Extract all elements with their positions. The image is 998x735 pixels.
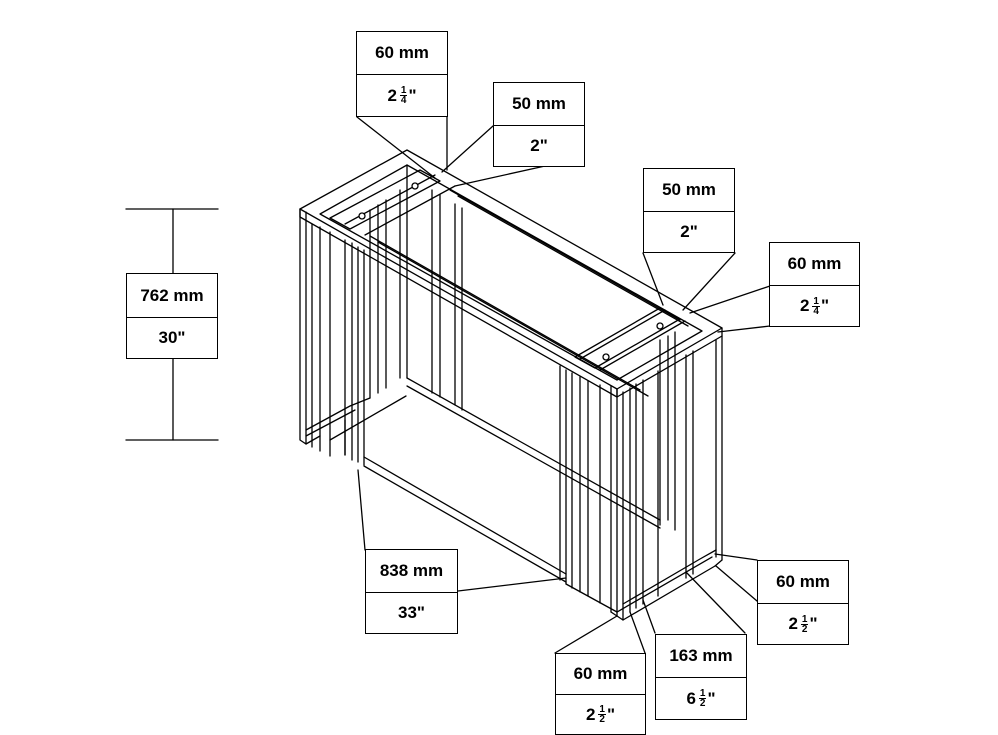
metric-value: 60 mm <box>556 654 645 695</box>
imperial-value: 30" <box>158 328 186 347</box>
metric-value: 163 mm <box>656 635 746 678</box>
right-end-legs <box>559 331 723 621</box>
height-dimension-line <box>125 208 219 441</box>
metric-value: 50 mm <box>494 83 584 126</box>
metric-value: 838 mm <box>366 550 457 593</box>
dimension-label-top-rail-left: 50 mm 2" <box>493 82 585 167</box>
metric-value: 60 mm <box>357 32 447 75</box>
imperial-value: 2" <box>530 136 548 155</box>
dimension-label-height: 762 mm 30" <box>126 273 218 359</box>
metric-value: 60 mm <box>770 243 859 286</box>
imperial-value: 2" <box>680 222 698 241</box>
metric-value: 60 mm <box>758 561 848 604</box>
bottom-rails <box>329 377 661 583</box>
dimension-label-top-rail-right: 50 mm 2" <box>643 168 735 253</box>
metric-value: 50 mm <box>644 169 734 212</box>
metric-value: 762 mm <box>127 274 217 318</box>
left-end-legs <box>299 164 463 466</box>
leader-lines <box>356 116 771 654</box>
dimension-label-length: 838 mm 33" <box>365 549 458 634</box>
screw-holes <box>358 182 664 361</box>
imperial-value: 33" <box>398 603 425 622</box>
